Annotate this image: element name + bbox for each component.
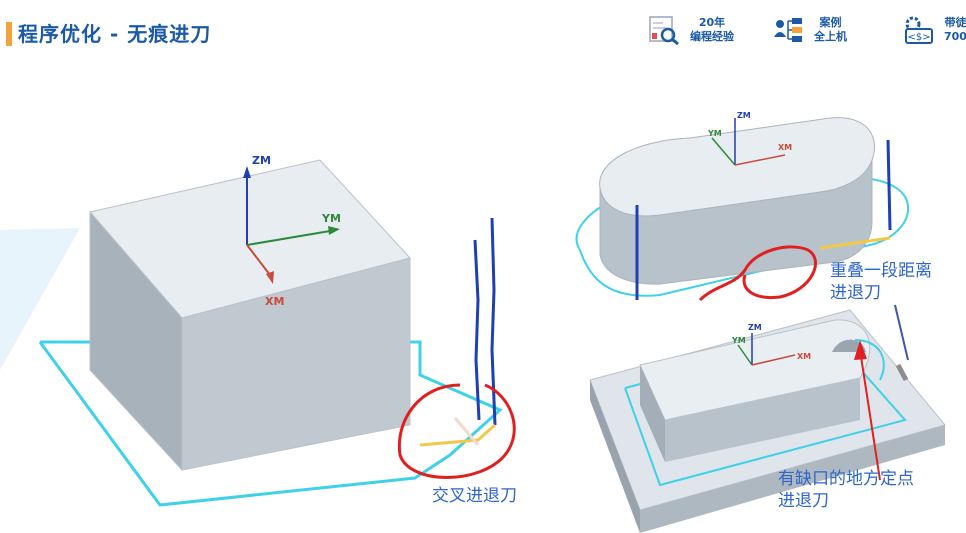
plate-axis-zm: ZM	[748, 323, 762, 332]
plate-left-face	[590, 380, 640, 533]
axis-label-ym: YM	[321, 212, 341, 225]
badge-apprentice-line2: 700	[944, 30, 966, 43]
annotation-notch-line1: 有缺口的地方定点	[778, 469, 914, 489]
notch-pointer-arrow	[859, 349, 881, 481]
axis-label-zm: ZM	[252, 154, 271, 167]
overlap-lead-highlight	[698, 245, 817, 302]
badge-cases-line2: 全上机	[814, 30, 847, 43]
badge-experience-line2: 编程经验	[690, 30, 734, 43]
cube-tool-lines	[419, 217, 497, 447]
badge-apprentice-line1: 带徒	[944, 16, 966, 29]
zm-arrow-icon	[243, 166, 251, 178]
xm-arrow-icon	[266, 271, 274, 284]
ym-arrow-icon	[328, 226, 340, 235]
stadium-top-face	[599, 117, 876, 217]
annotation-overlap-line1: 重叠一段距离	[830, 261, 932, 281]
plate-axis-ym: YM	[731, 336, 746, 345]
stadium-model	[575, 117, 910, 300]
annotation-cross-lead: 交叉进退刀	[432, 486, 517, 506]
money-gear-icon: <$>	[905, 16, 933, 44]
cross-lead-highlight-circle	[397, 383, 516, 479]
annotation-overlap-line2: 进退刀	[830, 283, 881, 303]
light-beam-decoration	[0, 228, 80, 370]
badge-experience: 20年 编程经验	[648, 10, 734, 50]
stadium-axis-ym: YM	[707, 129, 722, 138]
plate-axis-xm: XM	[797, 352, 811, 361]
annotation-notch-line2: 进退刀	[778, 491, 829, 511]
plate-front-face	[640, 425, 945, 533]
notched-block-top	[639, 319, 871, 421]
code-document-icon	[649, 16, 679, 45]
cutter-tool-icon	[895, 363, 909, 382]
slide-title: 程序优化 - 无痕进刀	[18, 22, 212, 46]
plate-axes: ZM YM XM	[731, 323, 811, 366]
svg-text:<$>: <$>	[907, 32, 930, 43]
notched-plate-model	[589, 304, 946, 533]
notched-block-left	[640, 365, 665, 462]
cube-front-face	[181, 257, 411, 471]
cube-toolpath	[38, 340, 503, 507]
arrowhead-icon	[854, 340, 867, 360]
slide-header: 程序优化 - 无痕进刀 20年 编程经验 案例 全	[0, 0, 966, 56]
title-accent-bar	[6, 22, 12, 46]
badge-cases-line1: 案例	[819, 16, 842, 29]
org-chart-icon	[774, 18, 802, 42]
notched-block-front	[665, 378, 860, 462]
cube-axes: ZM YM XM	[243, 154, 341, 308]
annotation-notch-lead: 有缺口的地方定点 进退刀	[778, 468, 914, 512]
badge-apprentice: <$> 带徒 700	[902, 10, 966, 50]
toolpath-illustration: ZM YM XM ZM YM XM	[0, 111, 946, 533]
axis-label-xm: XM	[265, 295, 284, 308]
stadium-axis-xm: XM	[778, 143, 792, 152]
cube-model	[38, 159, 503, 507]
stadium-axes: ZM YM XM	[707, 111, 792, 166]
badge-cases: 案例 全上机	[772, 10, 847, 50]
annotation-overlap-lead: 重叠一段距离 进退刀	[830, 260, 932, 304]
stadium-axis-zm: ZM	[737, 111, 751, 120]
badge-experience-line1: 20年	[698, 16, 726, 29]
